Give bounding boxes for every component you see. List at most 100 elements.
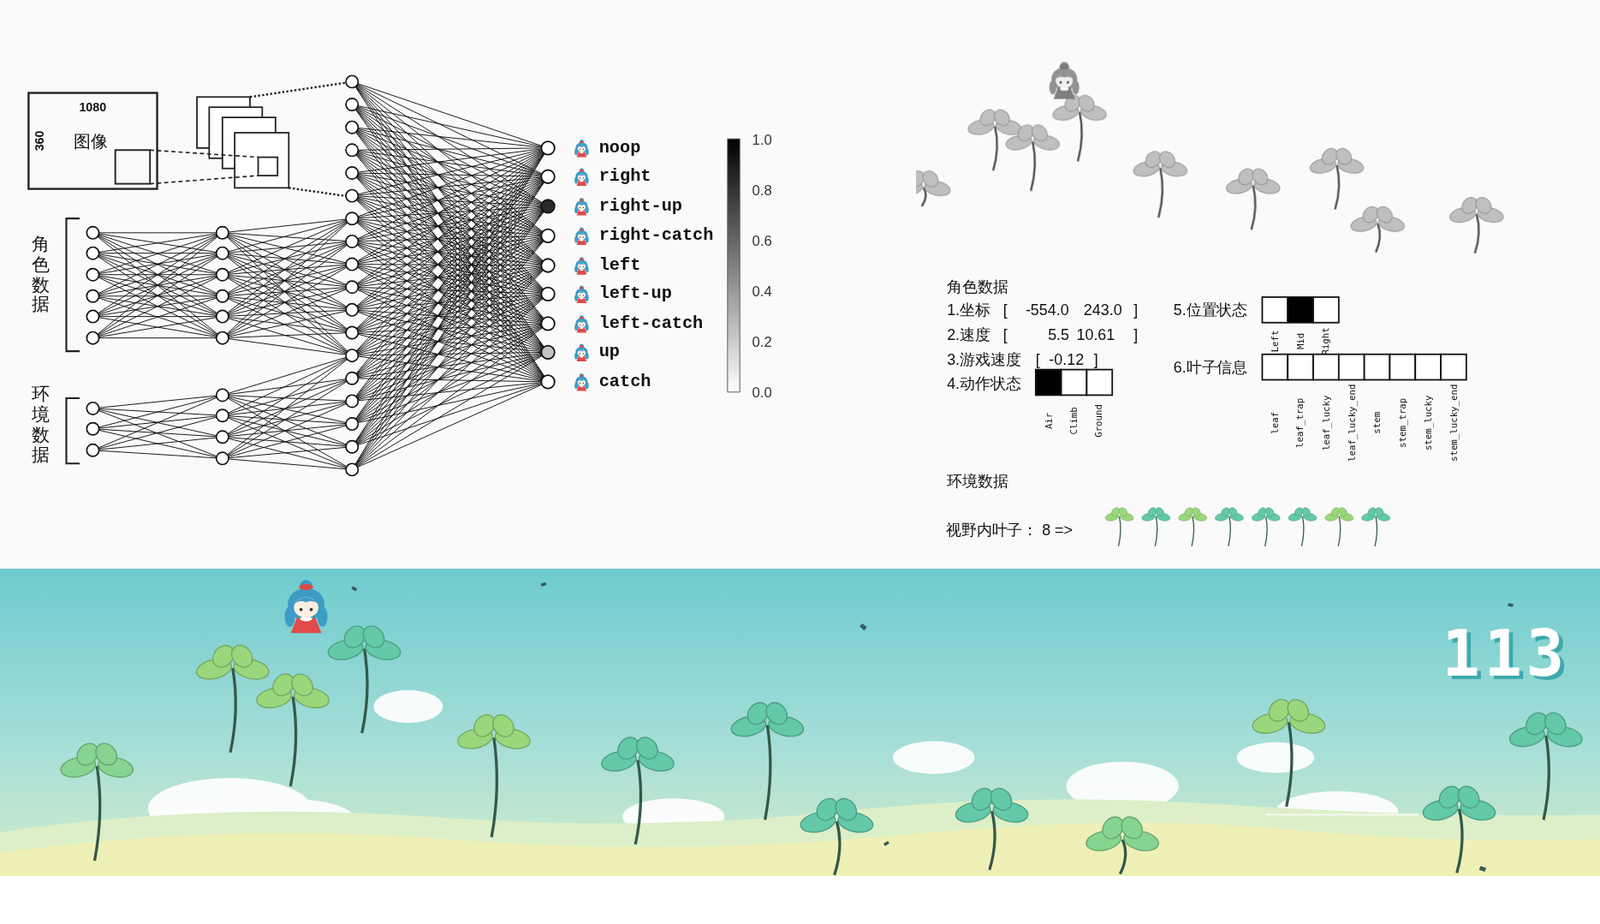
character [574,227,589,245]
neuron-link [351,176,548,379]
bracket: [ [1003,325,1008,344]
colorbar-tick: 0.8 [751,181,772,198]
colorbar-tick: 1.0 [751,131,772,149]
neuron-link [92,436,222,450]
character [574,373,589,391]
colorbar-tick: 0.6 [751,232,772,250]
clover-leaf [1337,505,1349,518]
state-cell [1364,354,1391,381]
neuron-link [351,148,548,356]
neuron [345,394,358,407]
eye [1066,81,1070,84]
action-label: right [599,166,652,186]
neuron [86,268,99,281]
bangs [576,262,586,266]
dress [576,269,588,275]
action-label: right-up [599,196,683,216]
neuron [345,143,358,156]
score: 113 [1441,617,1569,690]
clover-stem [1338,516,1340,547]
neuron-link [351,265,548,287]
neuron-link [92,232,222,317]
clover [1448,194,1505,254]
neuron-link [351,81,548,382]
character [574,197,589,215]
bangs [576,203,586,207]
neuron-link [351,323,548,470]
clover-stem [94,766,100,862]
bangs [1054,73,1074,79]
neuron-link [92,408,222,458]
state-label: Ground [1094,404,1105,438]
output-neuron [541,229,554,243]
near-hill [0,822,1600,876]
neuron-link [92,394,222,450]
eye [582,382,584,384]
clover-leaf [1117,812,1147,843]
state-cell [1261,297,1288,323]
neuron [216,452,229,464]
neuron-link [351,148,548,219]
neuron-link [222,218,352,338]
state-cell [1287,297,1314,323]
value: 243.0 [1083,300,1123,319]
ribbon [579,258,585,261]
leaf-speck [350,586,357,592]
field-label: 3.游戏速度 [946,349,1021,368]
hair-bun [579,373,584,378]
neuron-link [351,206,548,310]
neuron-link [222,241,352,317]
clover [1214,505,1245,547]
neuron-link [222,253,352,334]
eye [579,207,581,209]
brackets [65,218,79,464]
neuron-link [351,176,548,447]
clover-stem [1334,165,1339,210]
dress [576,239,588,245]
clover-leaf [1028,121,1051,144]
state-boxes [1035,297,1467,395]
clover-leaf [1153,505,1166,518]
state-cell [1061,369,1088,396]
neuron-link [351,148,548,334]
neuron [216,290,229,303]
neuron [345,417,358,430]
clover [1225,166,1282,231]
hair [1051,67,1077,91]
neuron-link [351,351,548,447]
character [574,315,589,333]
neuron-link [351,206,548,402]
neuron-link [351,235,548,401]
bracket: ] [1094,349,1099,368]
clover-stem [1228,516,1231,547]
output-neuron [541,141,554,155]
neuron-link [222,355,352,458]
leaf-type-label: leaf_trap [1295,398,1306,448]
cloud [892,741,975,774]
eye [579,382,581,384]
bracket [65,218,79,351]
action-label: catch [599,371,652,392]
game-scene [59,579,1584,875]
leaf-speck [540,582,547,587]
state-label: Climb [1068,406,1079,435]
state-label: Right [1320,327,1332,355]
clover-stem [1077,112,1083,162]
neuron-link [222,264,352,275]
character [574,139,589,157]
state-cell [1313,297,1339,323]
clover-leaf [1453,781,1483,812]
neuron [86,226,99,239]
bangs [576,232,586,236]
neuron-link [222,446,352,459]
hair-bun [1059,61,1069,71]
state-label: Mid [1295,333,1306,350]
neuron-link [351,265,548,424]
clover [1287,505,1318,547]
clover-leaf [488,710,518,741]
neuron-link [351,265,548,379]
clover [255,669,332,786]
clover [600,732,677,845]
leaf-type-label: leaf_lucky_end [1346,384,1357,462]
face [577,349,586,357]
